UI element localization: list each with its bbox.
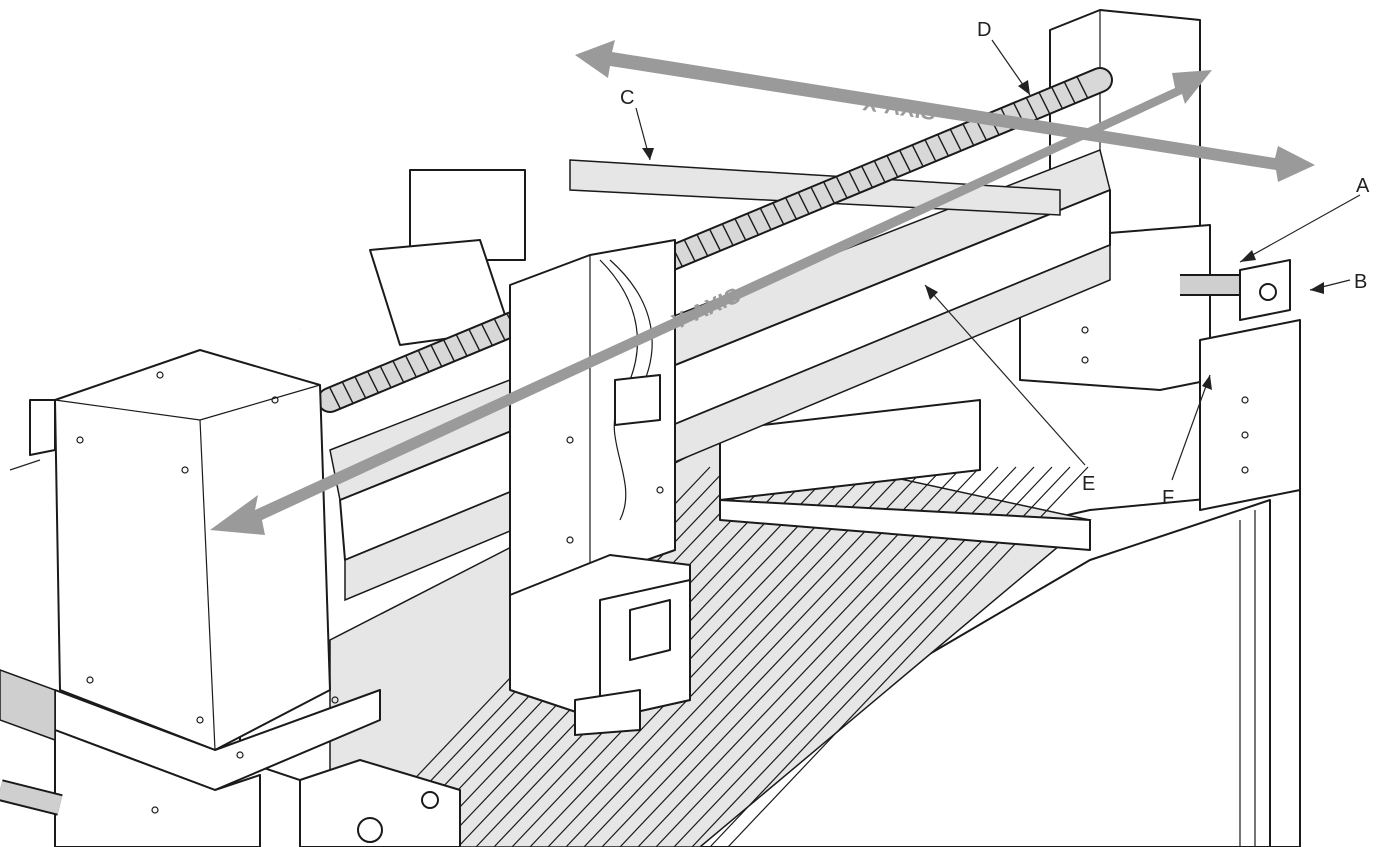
cable-harness [265, 169, 562, 371]
board-slat [511, 466, 873, 847]
screw-thread [456, 335, 468, 356]
screw-thread [1038, 92, 1050, 114]
y-axis-arrow [210, 70, 1212, 535]
front-rail-plate [719, 399, 1091, 551]
callout-f: F [1162, 487, 1174, 509]
screw-thread [1026, 98, 1038, 119]
screw-thread [443, 340, 455, 361]
callout-b: B [1354, 271, 1367, 293]
foreground-screw [0, 399, 461, 847]
screw-thread [722, 224, 734, 246]
screw-thread [772, 203, 784, 224]
z-head [509, 554, 691, 736]
screw-thread [494, 319, 506, 340]
callout-e: E [1082, 473, 1095, 495]
screw-thread [798, 192, 810, 214]
screw-thread [810, 187, 822, 209]
screw-thread [962, 124, 974, 145]
rear-screw [1180, 259, 1291, 321]
screw-thread [874, 161, 886, 182]
screw-thread [1051, 87, 1063, 109]
callout-c: C [620, 87, 634, 109]
screw-thread [329, 387, 341, 409]
callout-a: A [1356, 175, 1370, 197]
screw-thread [912, 145, 924, 167]
screw-thread [848, 171, 860, 193]
screw-thread [342, 382, 354, 404]
screw-thread [481, 324, 493, 346]
callout-leaders [9, 39, 1361, 481]
x-axis-arrow [575, 40, 1315, 182]
screw-thread [1064, 82, 1076, 103]
right-post [1199, 319, 1301, 511]
screw-thread [418, 350, 430, 372]
screw-thread [823, 182, 835, 203]
screw-thread [430, 345, 442, 367]
screw-thread [405, 356, 417, 377]
callout-d: D [977, 19, 991, 41]
screw-thread [696, 234, 708, 256]
screw-thread [1076, 76, 1088, 98]
screw-thread [734, 219, 746, 240]
screw-thread [785, 198, 797, 219]
x-axis-label: X-AXIS [861, 90, 937, 125]
screw-thread [354, 377, 366, 398]
screw-thread [367, 371, 379, 393]
screw-thread [937, 134, 949, 156]
screw-thread [380, 366, 392, 388]
screw-thread [747, 213, 759, 235]
screw-thread [684, 240, 696, 261]
left-gantry-box [54, 349, 381, 847]
screw-thread [709, 229, 721, 251]
screw-thread [950, 129, 962, 151]
screw-thread [924, 140, 936, 161]
screw-thread [392, 361, 404, 382]
screw-thread [886, 155, 898, 177]
screw-thread [899, 150, 911, 172]
y-carriage [509, 239, 676, 596]
screw-thread [760, 208, 772, 230]
board-slat [529, 466, 891, 847]
screw-thread [861, 166, 873, 188]
screw-thread [468, 329, 480, 351]
screw-thread [836, 177, 848, 198]
